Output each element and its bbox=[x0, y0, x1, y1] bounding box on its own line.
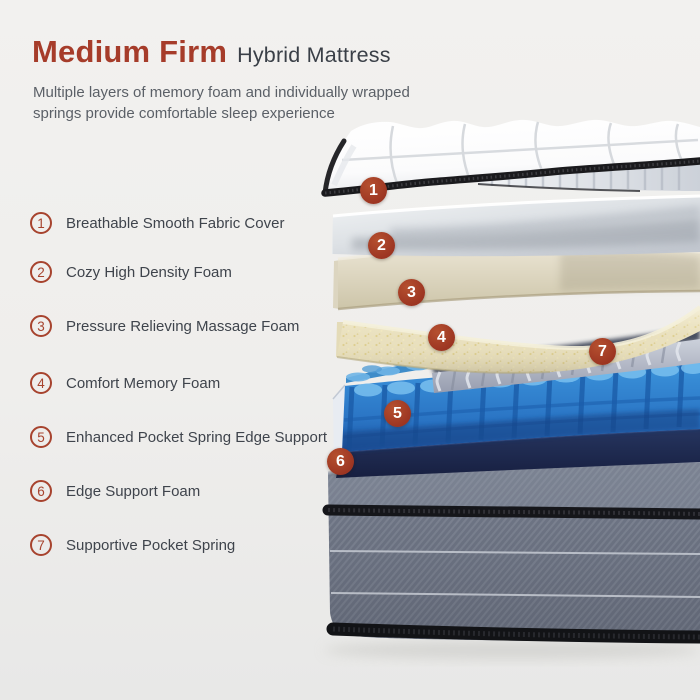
layer-badge-1: 1 bbox=[360, 177, 387, 204]
layer-badge-3: 3 bbox=[398, 279, 425, 306]
legend-item-4: 4 Comfort Memory Foam bbox=[30, 372, 220, 394]
subtitle: Multiple layers of memory foam and indiv… bbox=[33, 82, 462, 124]
legend-item-1: 1 Breathable Smooth Fabric Cover bbox=[30, 212, 284, 234]
legend-item-5: 5 Enhanced Pocket Spring Edge Support bbox=[30, 426, 327, 448]
layer-badge-2: 2 bbox=[368, 232, 395, 259]
legend-label-1: Breathable Smooth Fabric Cover bbox=[66, 214, 285, 232]
layer-badge-6: 6 bbox=[327, 448, 354, 475]
legend-label-6: Edge Support Foam bbox=[66, 482, 201, 500]
legend-label-2: Cozy High Density Foam bbox=[66, 263, 232, 281]
subtitle-line-1: Multiple layers of memory foam and indiv… bbox=[33, 84, 410, 101]
legend-item-6: 6 Edge Support Foam bbox=[30, 480, 200, 502]
legend-number-circle-4: 4 bbox=[30, 372, 52, 394]
legend-number-circle-7: 7 bbox=[30, 534, 52, 556]
legend-number-circle-6: 6 bbox=[30, 480, 52, 502]
legend-number-circle-2: 2 bbox=[30, 261, 52, 283]
legend-number-circle-5: 5 bbox=[30, 426, 52, 448]
legend-label-7: Supportive Pocket Spring bbox=[66, 536, 236, 554]
header: Medium Firm Hybrid Mattress Multiple lay… bbox=[32, 34, 462, 124]
layer-badge-5: 5 bbox=[384, 400, 411, 427]
legend-item-3: 3 Pressure Relieving Massage Foam bbox=[30, 315, 299, 337]
legend-label-4: Comfort Memory Foam bbox=[66, 374, 221, 392]
page-title: Medium Firm Hybrid Mattress bbox=[32, 34, 462, 70]
subtitle-line-2: springs provide comfortable sleep experi… bbox=[33, 105, 335, 122]
legend-item-2: 2 Cozy High Density Foam bbox=[30, 261, 232, 283]
layer-badge-7: 7 bbox=[589, 338, 616, 365]
legend-number-circle-1: 1 bbox=[30, 212, 52, 234]
legend-item-7: 7 Supportive Pocket Spring bbox=[30, 534, 235, 556]
legend-label-3: Pressure Relieving Massage Foam bbox=[66, 317, 300, 335]
title-emphasis: Medium Firm bbox=[32, 34, 228, 69]
legend-label-5: Enhanced Pocket Spring Edge Support bbox=[66, 428, 328, 446]
layer-badge-4: 4 bbox=[428, 324, 455, 351]
title-rest: Hybrid Mattress bbox=[237, 43, 391, 67]
legend-number-circle-3: 3 bbox=[30, 315, 52, 337]
